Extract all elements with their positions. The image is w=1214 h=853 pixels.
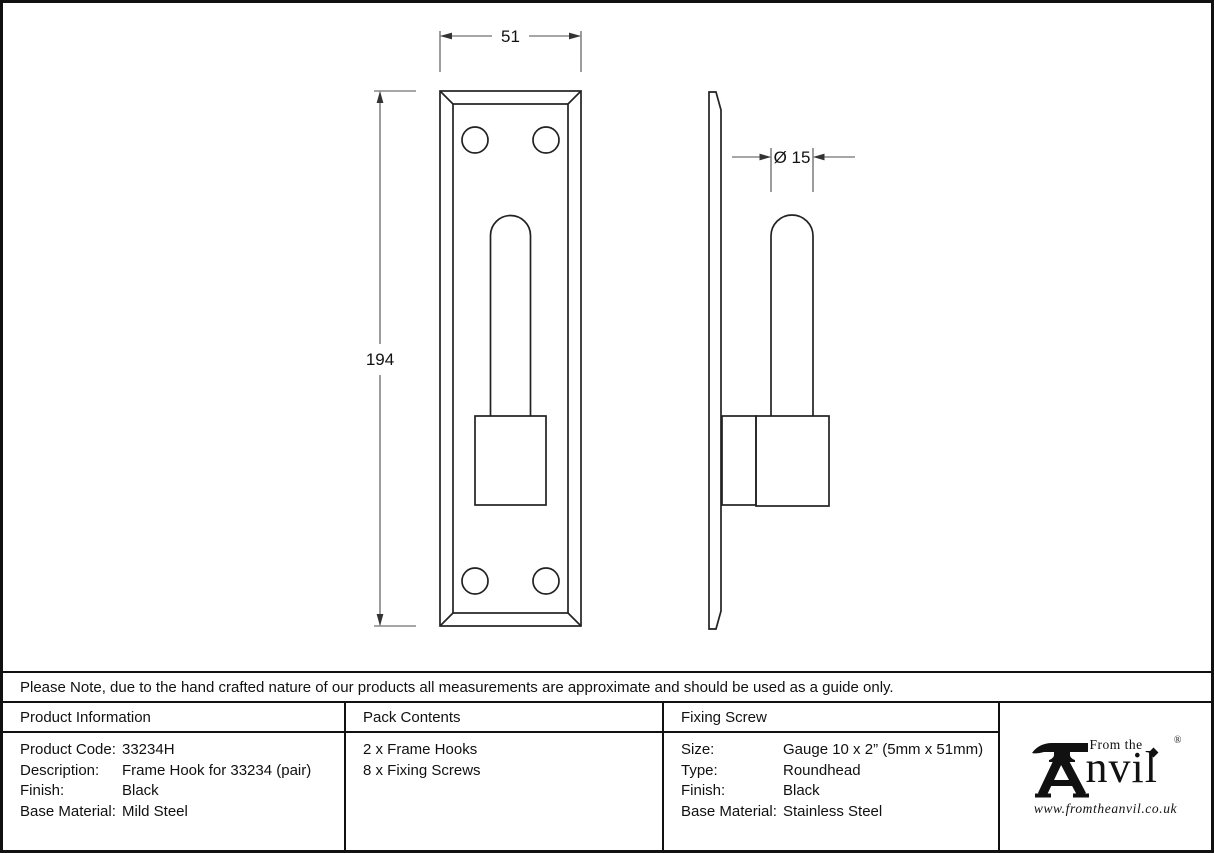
spec-row: Finish: Black <box>681 781 998 802</box>
spec-label: Base Material: <box>681 802 777 820</box>
dimension-width <box>439 31 582 72</box>
spec-value: Mild Steel <box>122 802 188 820</box>
spec-row: Description: Frame Hook for 33234 (pair) <box>20 761 344 782</box>
anvil-icon <box>1031 743 1089 798</box>
side-plate-outline <box>708 91 722 630</box>
hook-pin-side <box>770 214 814 416</box>
screw-hole <box>532 567 560 595</box>
spec-label: Size: <box>681 741 715 758</box>
side-view <box>708 91 830 630</box>
header-pack-contents: Pack Contents <box>346 703 664 733</box>
pack-line: 8 x Fixing Screws <box>363 761 481 779</box>
spec-value: Frame Hook for 33234 (pair) <box>122 761 312 779</box>
spec-value: Roundhead <box>783 761 861 779</box>
front-view <box>439 90 582 627</box>
logo-prefix: From the <box>1089 737 1143 752</box>
brand-logo: From the nvil ® <box>1030 735 1182 798</box>
cell-fixing-screw: Size: Gauge 10 x 2” (5mm x 51mm) Type: R… <box>664 733 1000 850</box>
hook-block-side <box>755 415 830 507</box>
spec-row: Type: Roundhead <box>681 761 998 782</box>
dimension-height <box>374 90 416 627</box>
hook-block-front <box>474 415 547 506</box>
hook-pin-front <box>489 214 532 416</box>
dim-diameter-label: Ø 15 <box>774 148 811 167</box>
spec-value: Black <box>122 782 159 799</box>
logo-website: www.fromtheanvil.co.uk <box>1033 801 1178 816</box>
registered-mark: ® <box>1173 735 1182 746</box>
spec-label: Description: <box>20 761 100 779</box>
screw-hole <box>461 567 489 595</box>
dim-height-label: 194 <box>366 350 394 369</box>
spec-table: Product Information Pack Contents Fixing… <box>3 703 1211 850</box>
spec-label: Type: <box>681 761 718 779</box>
front-plate-outline <box>439 90 582 627</box>
spec-row: Base Material: Mild Steel <box>20 802 344 823</box>
spec-row: Size: Gauge 10 x 2” (5mm x 51mm) <box>681 740 998 761</box>
dimension-diameter <box>732 148 855 192</box>
brand-logo-cell: From the nvil ® www.fromtheanvil.co.uk <box>1000 703 1211 850</box>
spec-value: 33234H <box>122 741 175 758</box>
spec-row: Finish: Black <box>20 781 344 802</box>
hook-spacer-side <box>721 415 757 506</box>
cell-pack-contents: 2 x Frame Hooks 8 x Fixing Screws <box>346 733 664 850</box>
spec-value: Gauge 10 x 2” (5mm x 51mm) <box>783 741 984 758</box>
cell-product-information: Product Code: 33234H Description: Frame … <box>3 733 346 850</box>
pack-line: 2 x Frame Hooks <box>363 741 478 758</box>
spec-label: Product Code: <box>20 741 116 758</box>
spec-label: Finish: <box>20 782 65 799</box>
screw-hole <box>532 126 560 154</box>
header-fixing-screw: Fixing Screw <box>664 703 1000 733</box>
spec-label: Base Material: <box>20 802 116 820</box>
note-bar: Please Note, due to the hand crafted nat… <box>3 671 1211 703</box>
spec-row: Base Material: Stainless Steel <box>681 802 998 823</box>
spec-row: Product Code: 33234H <box>20 740 344 761</box>
note-text: Please Note, due to the hand crafted nat… <box>20 678 894 696</box>
spec-value: Stainless Steel <box>783 802 883 820</box>
spec-label: Finish: <box>681 782 726 799</box>
spec-value: Black <box>783 782 820 799</box>
drawing-canvas: 51 194 <box>366 27 855 630</box>
screw-hole <box>461 126 489 154</box>
dim-width-label: 51 <box>501 27 520 46</box>
front-plate-bevel <box>452 103 569 614</box>
technical-drawing: 51 194 <box>3 3 1211 671</box>
logo-wordmark: nvil <box>1085 743 1158 792</box>
header-product-information: Product Information <box>3 703 346 733</box>
